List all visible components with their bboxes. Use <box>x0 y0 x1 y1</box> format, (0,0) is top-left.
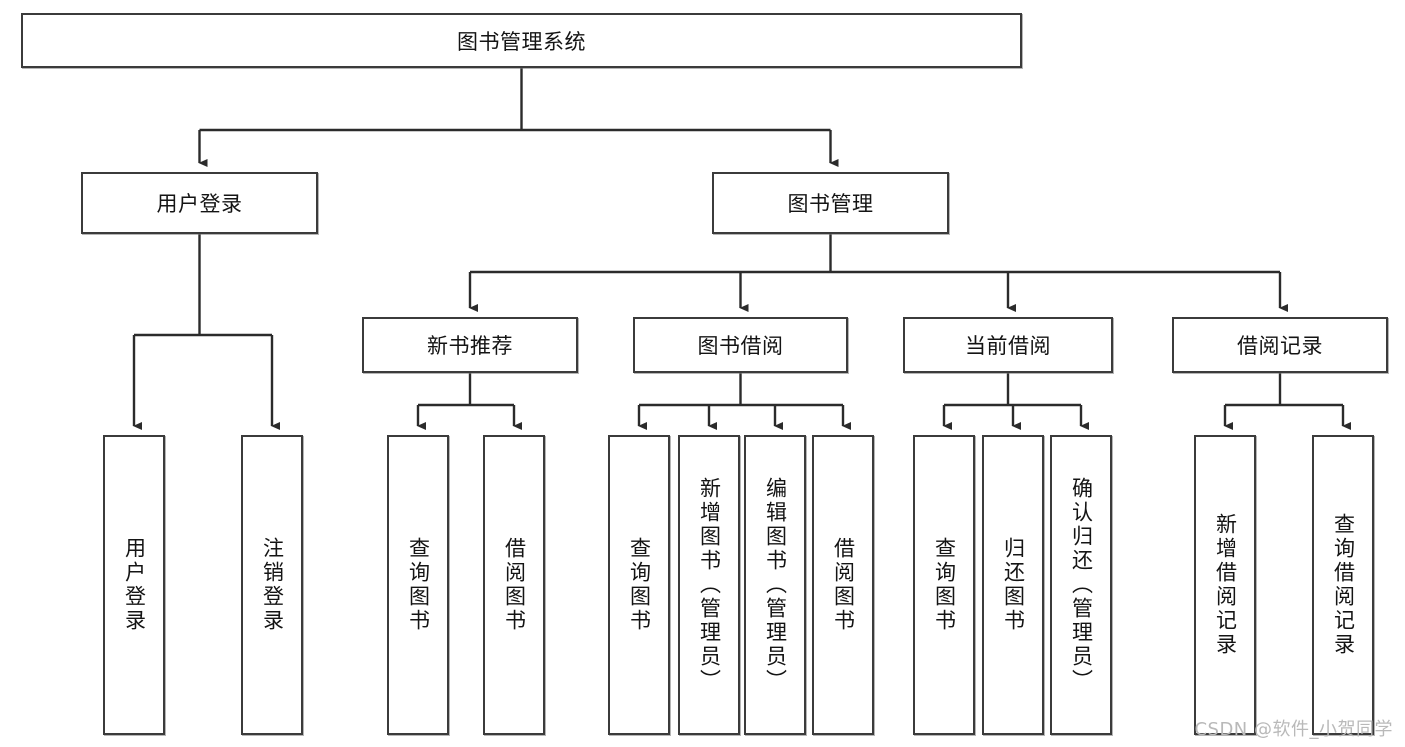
node-n-query[interactable]: 查询图书 <box>387 435 449 735</box>
node-login[interactable]: 用户登录 <box>81 172 318 234</box>
node-label: 用户登录 <box>122 537 147 633</box>
node-b-add[interactable]: 新增图书（管理员） <box>678 435 740 735</box>
node-bookmgmt[interactable]: 图书管理 <box>712 172 949 234</box>
node-label: 新增图书（管理员） <box>697 477 722 693</box>
node-label: 借阅记录 <box>1237 334 1323 358</box>
node-root[interactable]: 图书管理系统 <box>21 13 1022 68</box>
node-r-query[interactable]: 查询借阅记录 <box>1312 435 1374 735</box>
node-l-login[interactable]: 用户登录 <box>103 435 165 735</box>
node-label: 图书管理系统 <box>457 29 586 54</box>
node-c-confirm[interactable]: 确认归还（管理员） <box>1050 435 1112 735</box>
node-label: 借阅图书 <box>502 537 527 633</box>
node-label: 确认归还（管理员） <box>1069 477 1094 693</box>
node-label: 查询图书 <box>406 537 431 633</box>
node-c-return[interactable]: 归还图书 <box>982 435 1044 735</box>
node-l-logout[interactable]: 注销登录 <box>241 435 303 735</box>
node-records[interactable]: 借阅记录 <box>1172 317 1388 373</box>
node-b-edit[interactable]: 编辑图书（管理员） <box>744 435 806 735</box>
node-label: 借阅图书 <box>831 537 856 633</box>
node-label: 查询图书 <box>627 537 652 633</box>
node-label: 用户登录 <box>156 192 243 216</box>
node-label: 查询借阅记录 <box>1331 513 1356 657</box>
node-b-borrow[interactable]: 借阅图书 <box>812 435 874 735</box>
node-b-query[interactable]: 查询图书 <box>608 435 670 735</box>
node-label: 图书管理 <box>787 192 874 216</box>
node-label: 查询图书 <box>932 537 957 633</box>
node-label: 归还图书 <box>1001 537 1026 633</box>
node-r-add[interactable]: 新增借阅记录 <box>1194 435 1256 735</box>
node-borrow[interactable]: 图书借阅 <box>633 317 848 373</box>
node-newbooks[interactable]: 新书推荐 <box>362 317 578 373</box>
node-label: 图书借阅 <box>697 334 784 358</box>
node-label: 编辑图书（管理员） <box>763 477 788 693</box>
node-label: 注销登录 <box>260 537 285 633</box>
watermark-label: CSDN @软件_小贺同学 <box>1194 719 1393 740</box>
node-c-query[interactable]: 查询图书 <box>913 435 975 735</box>
node-n-borrow[interactable]: 借阅图书 <box>483 435 545 735</box>
node-label: 新增借阅记录 <box>1213 513 1238 657</box>
node-label: 新书推荐 <box>427 334 513 358</box>
node-current[interactable]: 当前借阅 <box>903 317 1113 373</box>
node-label: 当前借阅 <box>965 334 1051 358</box>
